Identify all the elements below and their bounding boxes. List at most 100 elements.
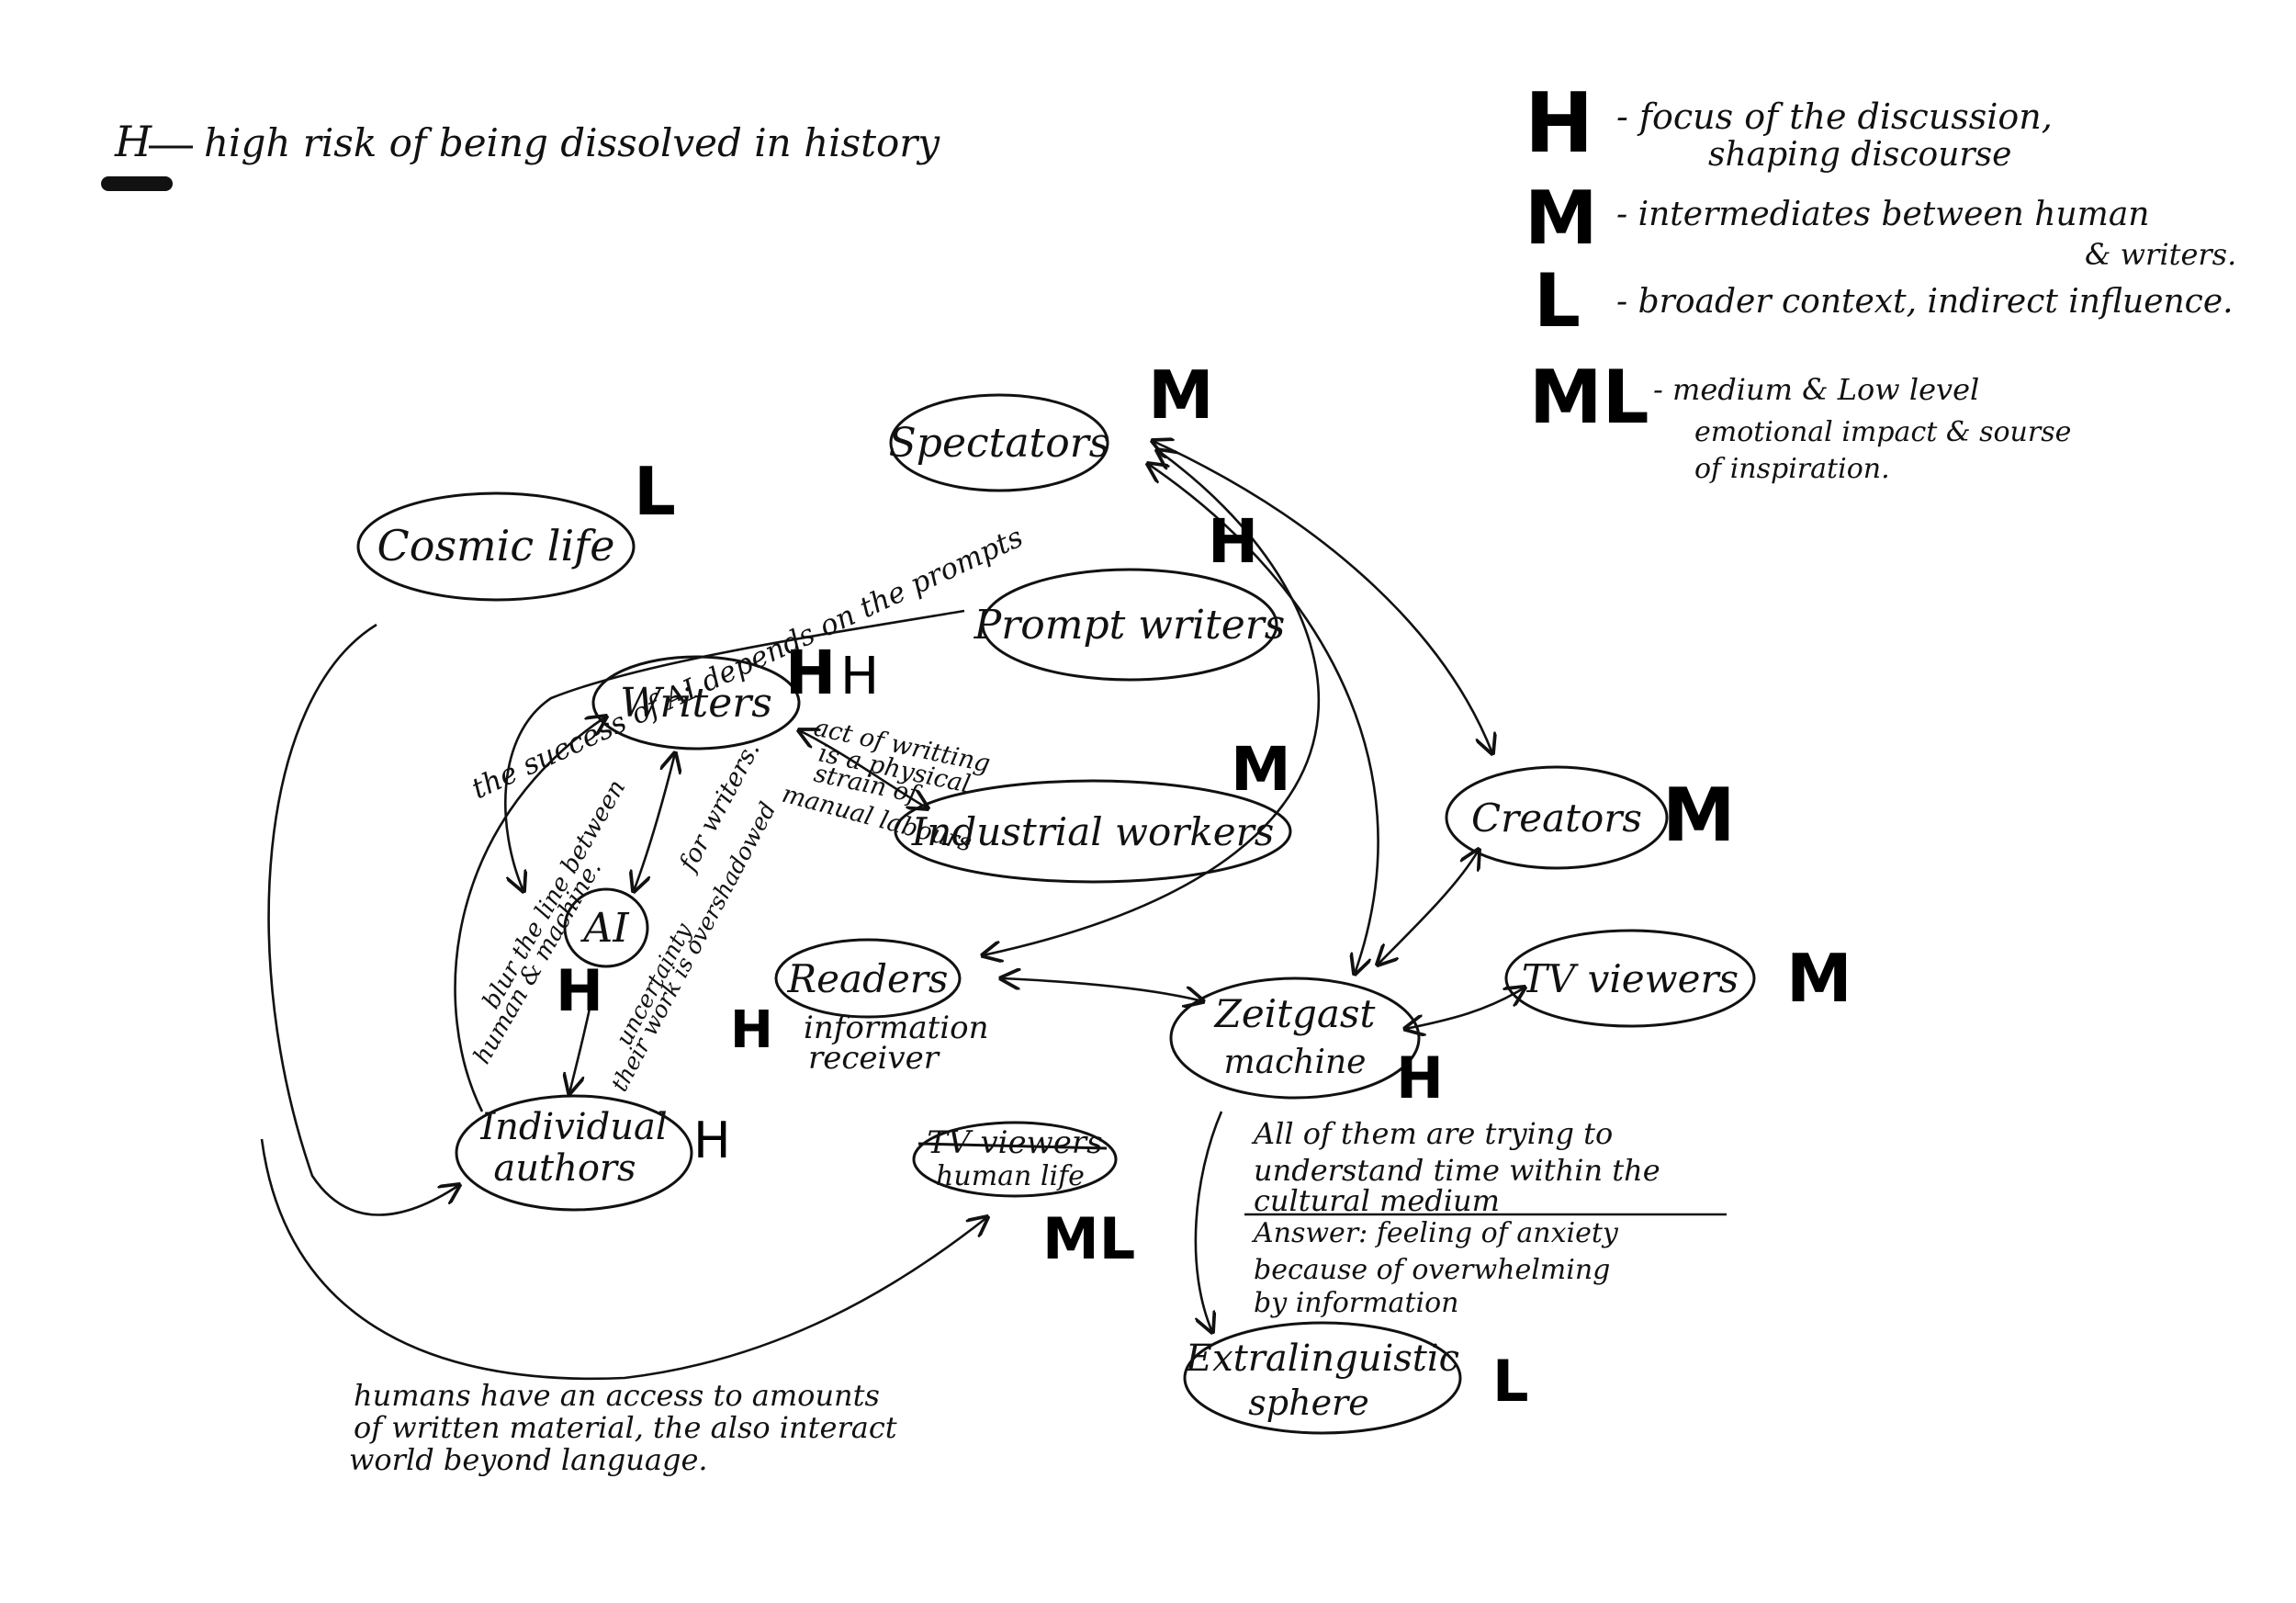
- legend-l-line1: - broader context, indirect influence.: [1616, 283, 2234, 321]
- edge-authors-writers: [454, 717, 606, 1112]
- legend-mark-l: L: [1534, 258, 1581, 344]
- node-readers: Readers H information receiver: [730, 938, 989, 1077]
- annotation-humans-2: of written material, the also interact: [354, 1410, 897, 1445]
- tv-viewers-label: TV viewers: [1522, 956, 1739, 1001]
- human-life-strikethrough: [917, 1142, 1108, 1150]
- legend-item-l: L - broader context, indirect influence.: [1534, 258, 2234, 344]
- node-human-life: TV viewers human life ML: [912, 1121, 1135, 1272]
- prompt-writers-ellipse: [981, 568, 1278, 682]
- creators-mark: M: [1662, 773, 1736, 858]
- annotation-blur-1: blur the line between: [478, 775, 631, 1014]
- title-text: high risk of being dissolved in history: [204, 120, 940, 165]
- annotation-humans-1: humans have an access to amounts: [354, 1378, 880, 1413]
- creators-label: Creators: [1471, 796, 1642, 841]
- human-life-struck: TV viewers: [927, 1124, 1102, 1161]
- legend: H - focus of the discussion, shaping dis…: [1525, 75, 2236, 485]
- node-prompt-writers: Prompt writers H: [974, 506, 1286, 682]
- annotation-answer-2: because of overwhelming: [1254, 1254, 1610, 1286]
- annotation-all-1: All of them are trying to: [1251, 1116, 1613, 1151]
- ai-ellipse: [563, 887, 649, 968]
- individual-authors-mark: H: [693, 1112, 731, 1169]
- edge-spectators-zeitgeist: [1148, 464, 1379, 974]
- legend-item-h: H - focus of the discussion, shaping dis…: [1525, 75, 2053, 174]
- legend-mark-m: M: [1525, 175, 1598, 261]
- legend-h-line2: shaping discourse: [1708, 136, 2011, 174]
- edge-spectators-readers: [983, 450, 1321, 955]
- tv-viewers-mark: M: [1786, 940, 1852, 1017]
- edge-readers-zeitgeist: [1001, 978, 1203, 1001]
- node-industrial-workers: Industrial workers M: [894, 734, 1292, 884]
- individual-authors-ellipse: [455, 1094, 693, 1212]
- readers-ellipse: [774, 938, 962, 1019]
- spectators-label: Spectators: [889, 420, 1110, 467]
- annotation-humans-3: world beyond language.: [349, 1442, 708, 1477]
- legend-ml-line3: of inspiration.: [1694, 453, 1890, 485]
- individual-authors-label2: authors: [493, 1147, 636, 1190]
- human-life-label: human life: [936, 1160, 1085, 1192]
- node-individual-authors: Individual authors H: [455, 1094, 731, 1212]
- node-zeitgeist: Zeitgast machine H: [1169, 976, 1444, 1112]
- cosmic-life-mark: L: [634, 453, 676, 530]
- extralinguistic-label1: Extralinguistic: [1185, 1338, 1459, 1380]
- legend-h-line1: - focus of the discussion,: [1616, 96, 2053, 137]
- title: H high risk of being dissolved in histor…: [101, 117, 940, 191]
- cosmic-life-ellipse: [356, 491, 636, 602]
- edges: [260, 441, 1525, 1381]
- legend-mark-h: H: [1525, 75, 1593, 172]
- readers-sub2: receiver: [808, 1040, 940, 1077]
- spectators-ellipse: [889, 393, 1109, 492]
- legend-ml-line1: - medium & Low level: [1653, 372, 1979, 407]
- prompt-writers-mark: H: [1208, 506, 1258, 577]
- industrial-workers-mark: M: [1231, 734, 1291, 805]
- zeitgeist-ellipse: [1169, 976, 1421, 1100]
- cosmic-life-label: Cosmic life: [377, 521, 615, 570]
- legend-ml-line2: emotional impact & sourse: [1694, 416, 2071, 448]
- edge-bottom-humanlife: [260, 1138, 987, 1381]
- legend-m-line2: & writers.: [2085, 237, 2236, 272]
- spectators-mark: M: [1148, 356, 1214, 434]
- annotation-all-2: understand time within the: [1254, 1153, 1660, 1188]
- individual-authors-label1: Individual: [479, 1106, 667, 1148]
- industrial-workers-label: Industrial workers: [911, 809, 1275, 854]
- node-writers: Writers H H: [591, 638, 879, 751]
- writers-mark-2: H: [840, 647, 879, 706]
- industrial-workers-ellipse: [894, 779, 1292, 884]
- edge-zeitgeist-extralinguistic: [1194, 1111, 1223, 1332]
- legend-item-ml: ML - medium & Low level emotional impact…: [1529, 355, 2071, 485]
- edge-prompts-ai: [504, 609, 965, 891]
- annotation-answer-1: Answer: feeling of anxiety: [1251, 1217, 1619, 1249]
- edge-writers-ai: [634, 753, 675, 891]
- annotation-all-3: cultural medium: [1254, 1183, 1500, 1218]
- tv-viewers-ellipse: [1504, 929, 1756, 1028]
- node-ai: AI H: [556, 887, 649, 1024]
- zeitgeist-label2: machine: [1224, 1044, 1367, 1081]
- edge-creators-zeitgeist: [1378, 850, 1479, 965]
- title-underline: [101, 176, 173, 191]
- readers-sub1: information: [804, 1010, 989, 1046]
- edge-ai-authors: [569, 973, 599, 1093]
- ai-label: AI: [580, 905, 630, 952]
- human-life-ellipse: [912, 1121, 1118, 1198]
- node-extralinguistic: Extralinguistic sphere L: [1183, 1321, 1529, 1435]
- edge-cosmic-authors: [267, 623, 459, 1216]
- edge-tv-zeitgeist: [1405, 988, 1525, 1029]
- edge-writers-industrial: [799, 730, 928, 808]
- writers-label: Writers: [620, 680, 772, 727]
- extralinguistic-label2: sphere: [1248, 1383, 1368, 1423]
- legend-m-line1: - intermediates between human: [1616, 196, 2149, 233]
- legend-item-m: M - intermediates between human & writer…: [1525, 175, 2236, 272]
- prompt-writers-label: Prompt writers: [974, 602, 1286, 649]
- readers-label: Readers: [787, 956, 949, 1001]
- ai-mark: H: [556, 957, 603, 1024]
- zeitgeist-mark: H: [1396, 1044, 1444, 1112]
- readers-mark: H: [730, 1000, 773, 1060]
- annotation-answer-3: by information: [1254, 1287, 1458, 1319]
- extralinguistic-ellipse: [1183, 1321, 1462, 1435]
- node-tv-viewers: TV viewers M: [1504, 929, 1852, 1028]
- node-spectators: Spectators M: [889, 356, 1214, 492]
- extralinguistic-mark: L: [1492, 1348, 1529, 1415]
- legend-mark-ml: ML: [1529, 355, 1649, 440]
- title-mark: H: [114, 117, 152, 166]
- human-life-mark: ML: [1042, 1205, 1135, 1272]
